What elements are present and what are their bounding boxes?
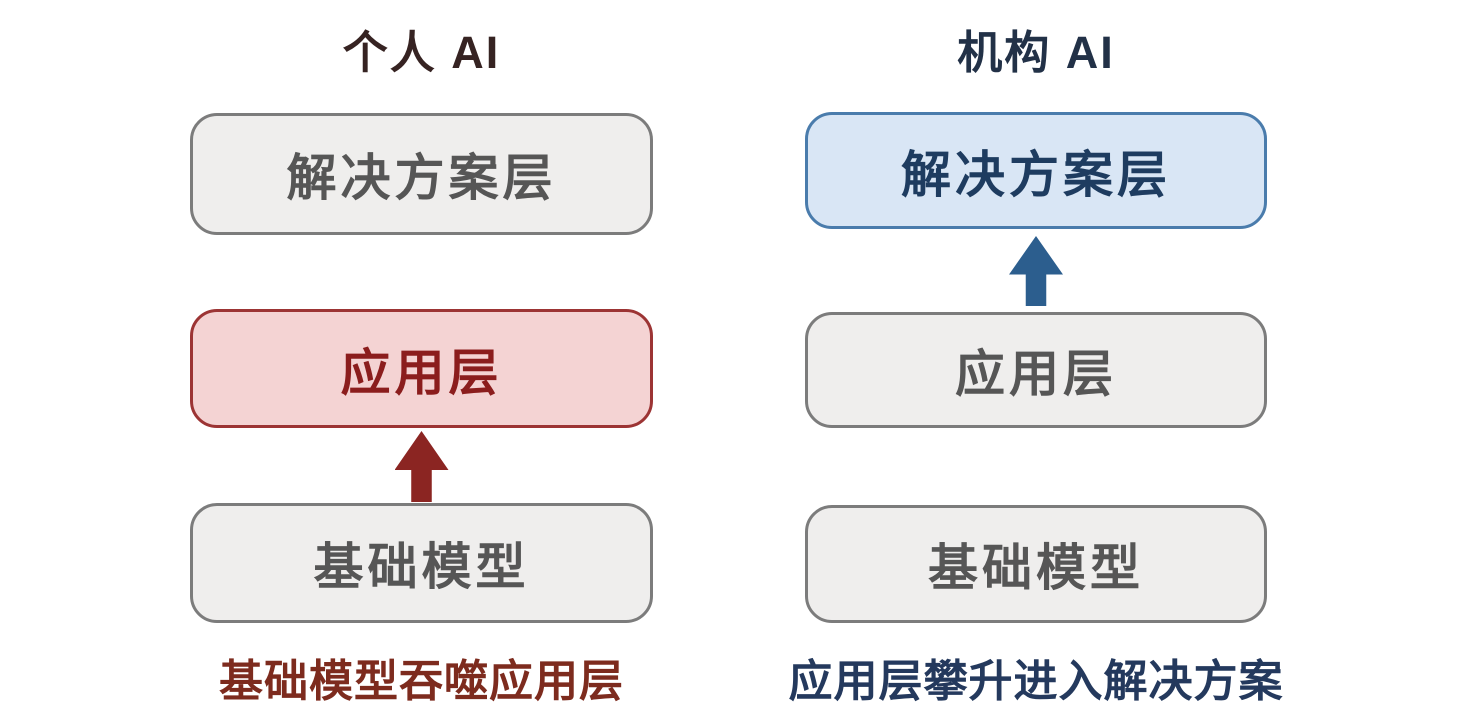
institutional-ai-title: 机构 AI — [957, 27, 1115, 78]
personal-ai-caption: 基础模型吞噬应用层 — [219, 657, 624, 706]
institutional-ai-column: 机构 AI 解决方案层 应用层 基础模型 应用层攀升进入解决方案层 — [789, 0, 1283, 720]
personal-ai-title: 个人 AI — [342, 27, 501, 78]
personal-foundation-model-label: 基础模型 — [313, 539, 530, 595]
personal-foundation-model-box: 基础模型 — [190, 503, 653, 623]
personal-application-layer-box: 应用层 — [190, 309, 653, 428]
personal-solution-layer-box: 解决方案层 — [190, 113, 653, 235]
up-arrow-icon — [394, 431, 449, 502]
institutional-solution-layer-label: 解决方案层 — [901, 146, 1171, 203]
institutional-application-layer-label: 应用层 — [955, 346, 1117, 402]
personal-solution-layer-label: 解决方案层 — [286, 150, 557, 206]
personal-application-layer-label: 应用层 — [340, 344, 503, 401]
personal-ai-column: 个人 AI 解决方案层 应用层 基础模型 基础模型吞噬应用层 — [190, 0, 653, 720]
institutional-ai-caption: 应用层攀升进入解决方案层 — [788, 657, 1284, 706]
institutional-application-layer-box: 应用层 — [805, 312, 1267, 428]
institutional-solution-layer-box: 解决方案层 — [805, 112, 1267, 229]
institutional-foundation-model-label: 基础模型 — [928, 540, 1144, 596]
up-arrow-icon — [1009, 236, 1063, 306]
institutional-foundation-model-box: 基础模型 — [805, 505, 1267, 623]
